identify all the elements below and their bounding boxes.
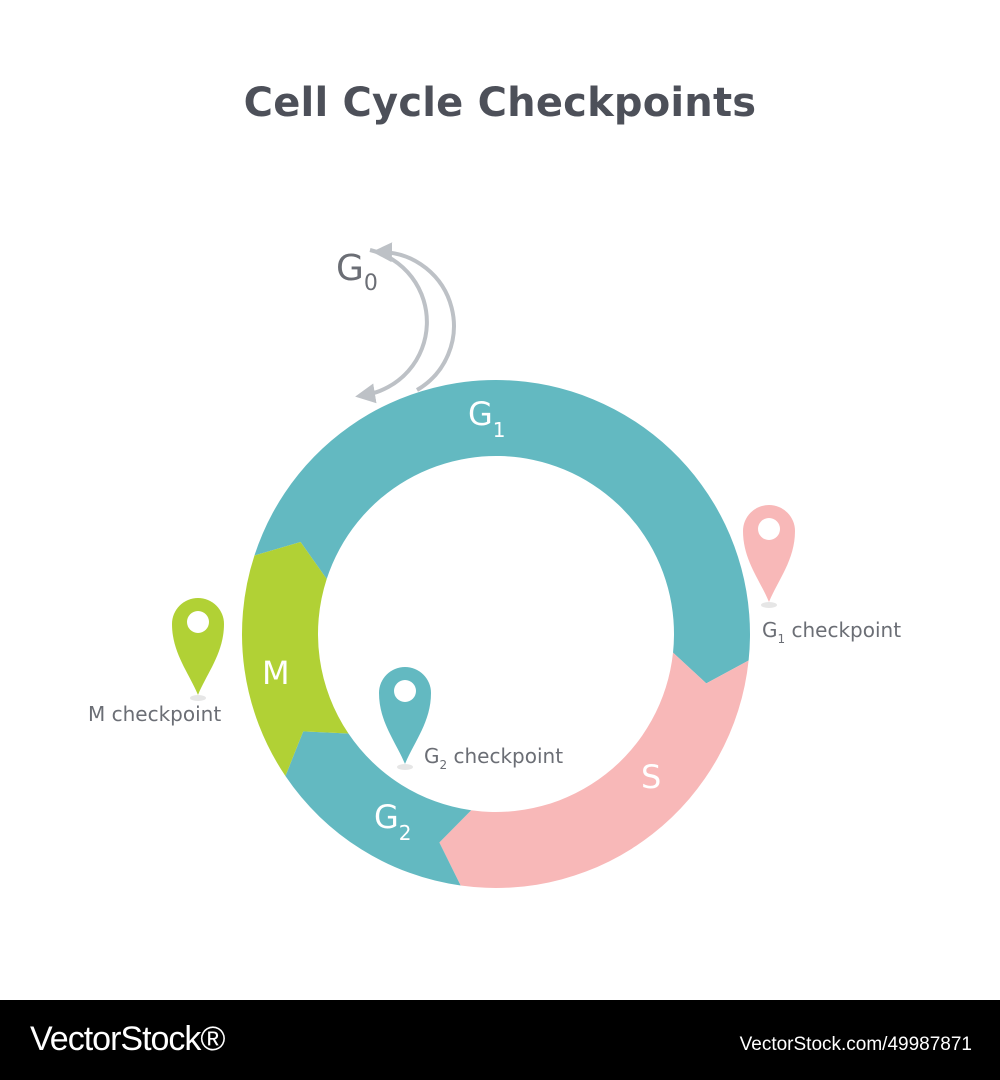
pin-g2-checkpoint (379, 667, 431, 770)
phase-label-g2: G2 (374, 798, 412, 845)
g2cp-prefix: G (424, 744, 440, 768)
g0-loop: G0 (336, 242, 456, 404)
checkpoint-label-g2: G2 checkpoint (424, 744, 563, 772)
cell-cycle-diagram: G0 G1 S G2 M G1 checkpoint G2 checkpoint… (88, 242, 901, 888)
page-title: Cell Cycle Checkpoints (243, 80, 757, 126)
location-pin-icon (172, 598, 224, 695)
location-pin-icon (743, 505, 795, 602)
g1-sub: 1 (493, 418, 506, 442)
g1-letter: G (468, 395, 493, 433)
pin-g1-hole (758, 518, 780, 540)
g2-sub: 2 (399, 821, 412, 845)
segment-g1 (254, 380, 750, 684)
g0-label: G0 (336, 248, 378, 296)
g2cp-sub: 2 (440, 758, 448, 772)
checkpoint-label-m: M checkpoint (88, 702, 221, 726)
cycle-ring (241, 380, 750, 888)
g0-loop-arrow-left (355, 248, 429, 404)
footer-brand: VectorStock® (30, 1020, 225, 1058)
segment-g2 (285, 731, 472, 886)
pin-g1-shadow (761, 602, 777, 608)
footer-bar: VectorStock® VectorStock.com/49987871 (0, 1000, 1000, 1080)
pin-g2-shadow (397, 764, 413, 770)
segment-m (241, 542, 349, 777)
location-pin-icon (379, 667, 431, 764)
pin-m-hole (187, 611, 209, 633)
pin-m-shadow (190, 695, 206, 701)
phase-label-g1: G1 (468, 395, 506, 442)
g1cp-sub: 1 (778, 632, 786, 646)
phase-label-m: M (262, 654, 290, 692)
checkpoint-label-g1: G1 checkpoint (762, 618, 901, 646)
g0-letter: G (336, 248, 364, 289)
footer-image-id: VectorStock.com/49987871 (739, 1034, 972, 1055)
g1cp-prefix: G (762, 618, 778, 642)
pin-g2-hole (394, 680, 416, 702)
g2-letter: G (374, 798, 399, 836)
pin-g1-checkpoint (743, 505, 795, 608)
segment-s (439, 652, 749, 888)
g2cp-rest: checkpoint (447, 744, 563, 768)
g0-sub: 0 (364, 271, 378, 296)
g0-loop-arrow-right (372, 242, 456, 392)
g1cp-rest: checkpoint (785, 618, 901, 642)
pin-m-checkpoint (172, 598, 224, 701)
phase-label-s: S (641, 758, 661, 796)
